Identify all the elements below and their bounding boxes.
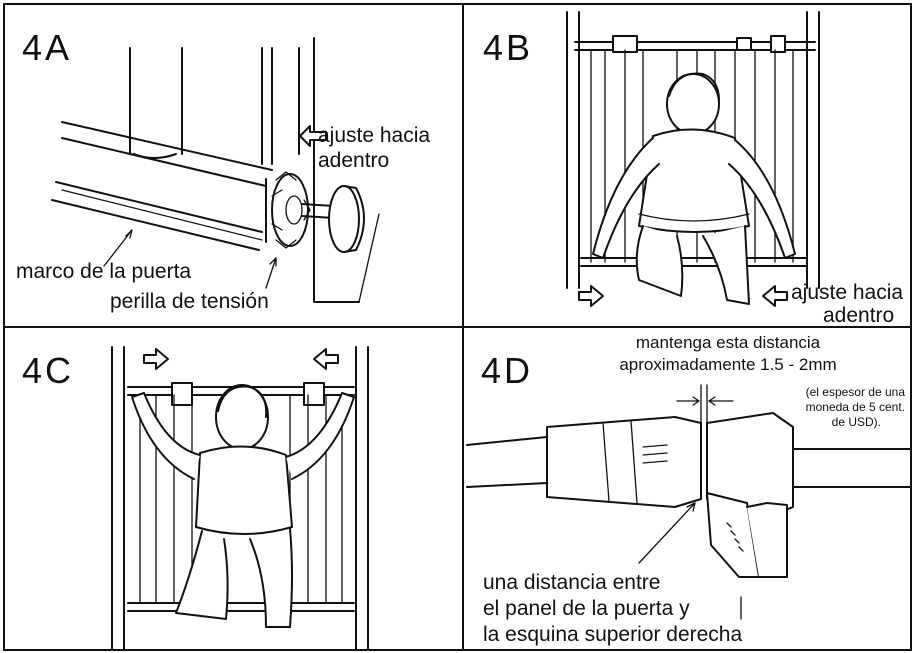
coin-thickness-note-line3: de USD). [831,415,881,429]
gap-distance-label-line2: aproximadamente 1.5 - 2mm [619,355,837,374]
step-number-4b: 4B [483,27,534,68]
tension-knob-illustration [51,37,380,303]
adjust-inward-label: ajuste hacia [318,124,431,147]
step-number-4c: 4C [22,350,75,391]
distance-label: una distancia entre [483,571,661,594]
kneeling-person-adjust-illustration [566,11,820,307]
adjust-inward-label: ajuste hacia [791,281,904,304]
adjust-inward-label-line2: adentro [823,304,895,327]
horizontal-divider [3,326,912,328]
distance-label-line2: el panel de la puerta y [483,597,690,620]
coin-thickness-note: (el espesor de una [805,385,905,399]
panel-4b: 4B a [463,4,910,327]
step-number-4d: 4D [481,350,534,391]
coin-thickness-note-line2: moneda de 5 cent. [805,400,905,414]
adjust-inward-label-line2: adentro [318,149,390,172]
tension-knob-label: perilla de tensión [110,290,269,313]
door-frame-label: marco de la puerta [16,260,192,283]
panel-4a: 4A [4,4,463,327]
step-number-4a: 4A [22,27,73,68]
distance-label-line3: la esquina superior derecha [483,623,743,646]
panel-4c: 4C [4,327,463,649]
gap-distance-label: mantenga esta distancia [635,333,821,352]
person-pressing-gate-illustration [111,346,369,649]
gap-detail-illustration [466,384,910,620]
panel-4d: 4D mantenga esta distancia aproximadamen… [463,327,910,649]
